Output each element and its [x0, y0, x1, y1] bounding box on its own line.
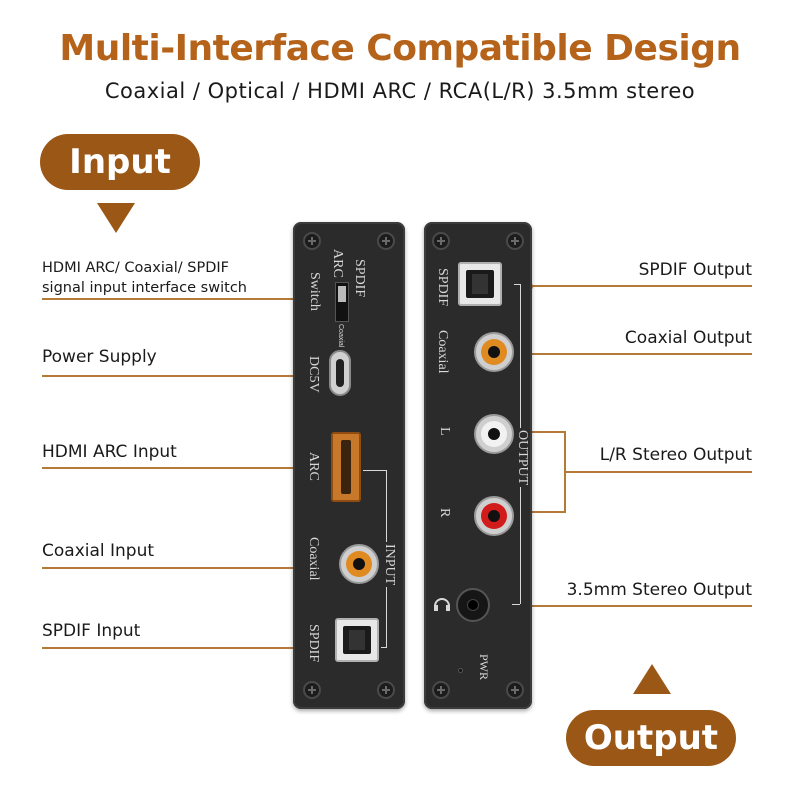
label-hdmi-arc: HDMI ARC Input — [42, 442, 177, 462]
output-badge: Output — [566, 710, 736, 766]
label-lr-output: L/R Stereo Output — [599, 445, 752, 465]
label-switch-line2: signal input interface switch — [42, 280, 247, 296]
right-audio-jack — [474, 496, 514, 536]
leader-spdif-in — [42, 647, 314, 649]
leader-stereo — [508, 605, 752, 607]
label-coaxial-output: Coaxial Output — [624, 328, 752, 348]
page-title: Multi-Interface Compatible Design — [59, 28, 741, 69]
screw-icon — [506, 681, 524, 699]
device-spdif-out-text: SPDIF — [435, 268, 450, 307]
down-arrow-icon — [97, 203, 135, 233]
headphone-icon — [432, 594, 452, 614]
leader-lr-bottom — [520, 511, 566, 513]
screw-icon — [377, 232, 395, 250]
left-audio-jack — [474, 414, 514, 454]
label-coaxial-input: Coaxial Input — [42, 541, 155, 561]
device-dc5v-text: DC5V — [306, 356, 321, 393]
device-spdif-port-text: SPDIF — [306, 624, 321, 663]
label-switch-line1: HDMI ARC/ Coaxial/ SPDIF — [42, 260, 229, 276]
device-arc-text: ARC — [330, 249, 345, 278]
device-coaxial-small-text: Coaxial — [337, 324, 344, 348]
usb-c-port — [329, 350, 351, 396]
leader-lr-top — [520, 431, 566, 433]
device-switch-text: Switch — [307, 272, 322, 311]
screw-icon — [303, 681, 321, 699]
leader-spdif-out — [528, 285, 752, 287]
screw-icon — [303, 232, 321, 250]
label-power: Power Supply — [42, 347, 157, 367]
coaxial-output-jack — [474, 332, 514, 372]
leader-switch — [42, 298, 300, 300]
device-output-text: OUTPUT — [514, 428, 530, 488]
label-spdif-input: SPDIF Input — [42, 621, 141, 641]
screw-icon — [432, 232, 450, 250]
screw-icon — [432, 681, 450, 699]
stereo-3-5mm-jack — [456, 588, 490, 622]
device-l-text: L — [437, 427, 452, 436]
input-badge: Input — [40, 134, 200, 190]
spdif-input-port — [335, 618, 379, 662]
device-coaxial-text: Coaxial — [306, 537, 321, 581]
coaxial-input-jack — [339, 544, 379, 584]
leader-hdmi — [42, 467, 314, 469]
device-arc-port-text: ARC — [306, 452, 321, 481]
leader-lr-bracket — [564, 431, 566, 513]
screw-icon — [377, 681, 395, 699]
input-select-switch[interactable] — [335, 282, 349, 322]
leader-coaxial-in — [42, 567, 314, 569]
power-led — [458, 668, 463, 673]
device-spdif-text: SPDIF — [352, 259, 367, 298]
leader-power — [42, 375, 314, 377]
device-r-text: R — [437, 508, 452, 518]
hdmi-arc-port — [331, 432, 361, 502]
page-subtitle: Coaxial / Optical / HDMI ARC / RCA(L/R) … — [104, 79, 696, 103]
device-pwr-text: PWR — [477, 654, 491, 681]
device-output-panel: SPDIF Coaxial L R OUTPUT PWR — [424, 222, 532, 709]
spdif-output-port — [458, 262, 502, 306]
up-arrow-icon — [633, 664, 671, 694]
leader-coaxial-out — [520, 353, 752, 355]
label-spdif-output: SPDIF Output — [638, 260, 752, 280]
device-coaxial-out-text: Coaxial — [435, 330, 450, 374]
leader-lr — [566, 471, 752, 473]
device-input-panel: Switch ARC SPDIF Coaxial DC5V ARC Coaxia… — [293, 222, 405, 709]
label-stereo-output: 3.5mm Stereo Output — [566, 580, 752, 600]
screw-icon — [506, 232, 524, 250]
device-input-text: INPUT — [381, 542, 397, 588]
